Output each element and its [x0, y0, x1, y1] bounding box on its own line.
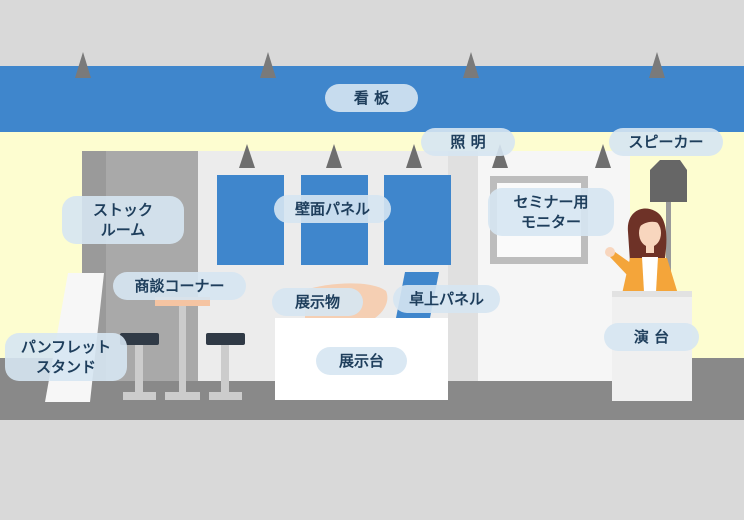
spotlight-icon [463, 52, 479, 78]
top-spotlights [75, 52, 665, 78]
spotlight-icon [595, 144, 611, 168]
speaker-icon [650, 160, 687, 202]
label-exhibit-item: 展示物 [272, 288, 363, 316]
label-signboard: 看 板 [325, 84, 418, 112]
podium-top [612, 291, 692, 297]
spotlight-icon [75, 52, 91, 78]
wall-panel-3 [384, 175, 451, 265]
spotlight-icon [649, 52, 665, 78]
label-lighting: 照 明 [421, 128, 515, 156]
label-stock-room: ストック ルーム [62, 196, 184, 244]
spotlight-icon [260, 52, 276, 78]
booth-wall-edge [448, 151, 478, 381]
wall-panel-1 [217, 175, 284, 265]
label-speaker: スピーカー [609, 128, 723, 156]
label-podium: 演 台 [604, 323, 699, 351]
stool-icon [206, 333, 245, 400]
stool-icon [120, 333, 159, 400]
label-exhibit-table: 展示台 [316, 347, 407, 375]
meeting-table-leg [179, 306, 186, 396]
spotlight-icon [239, 144, 255, 168]
meeting-table-top [155, 297, 210, 306]
label-seminar-monitor: セミナー用 モニター [488, 188, 614, 236]
meeting-table-base [165, 392, 200, 400]
label-pamphlet-stand: パンフレット スタンド [5, 333, 127, 381]
presenter-figure [605, 208, 678, 294]
label-wall-panel: 壁面パネル [274, 195, 391, 223]
interior-spotlights [239, 144, 611, 168]
label-meeting-corner: 商談コーナー [113, 272, 246, 300]
label-tabletop-panel: 卓上パネル [393, 285, 500, 313]
spotlight-icon [406, 144, 422, 168]
spotlight-icon [492, 144, 508, 168]
spotlight-icon [326, 144, 342, 168]
